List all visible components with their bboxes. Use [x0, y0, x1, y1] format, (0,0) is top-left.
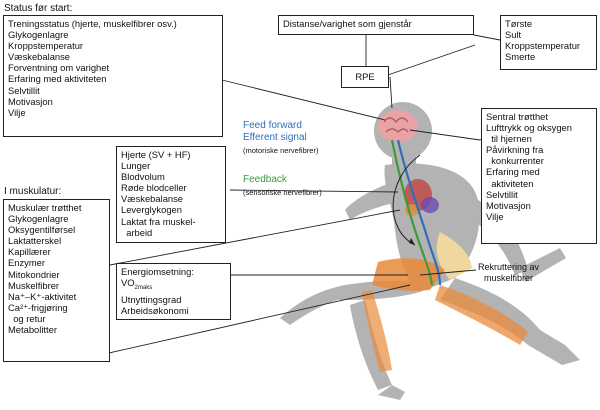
muscle-title: I muskulatur: [4, 186, 62, 197]
muscle-item: Oksygentilførsel [8, 224, 76, 236]
energy-vo-main: VO [121, 277, 135, 289]
status-item: Selvtillit [8, 84, 40, 96]
feed-forward-label: Feed forward [243, 120, 302, 131]
status-item: Erfaring med aktiviteten [8, 73, 107, 85]
muscle-item: Mitokondrier [8, 268, 60, 280]
heart-box: Hjerte (SV + HF) Lunger Blodvolum Røde b… [116, 146, 226, 243]
central-item: Erfaring med [486, 166, 540, 178]
organ-icons [404, 179, 439, 216]
muscle-item: Muskulær trøtthet [8, 202, 82, 213]
status-item: Kroppstemperatur [8, 40, 84, 52]
muscle-box: Muskulær trøtthet Glykogenlagre Oksygent… [3, 199, 110, 362]
muscle-item: Laktatterskel [8, 235, 62, 247]
feedback-label: Feedback [243, 174, 287, 185]
heart-item: Lunger [121, 160, 151, 172]
muscle-item: Metabolitter [8, 324, 57, 336]
energy-vo: VO2maks [121, 277, 226, 294]
central-item: Sentral trøtthet [486, 111, 549, 122]
status-item: Vilje [8, 106, 26, 118]
central-item: Motivasjon [486, 199, 531, 211]
muscle-item: Kapillærer [8, 246, 51, 258]
efferent-sub-label: (motoriske nervefibrer) [243, 146, 319, 155]
recruit-line: muskelfibrer [484, 273, 534, 283]
distance-label: Distanse/varighet som gjenstår [283, 18, 412, 29]
heart-item: arbeid [121, 226, 153, 238]
brain-icon [378, 110, 418, 142]
heart-item: Røde blodceller [121, 182, 187, 194]
needs-item: Kroppstemperatur [505, 40, 581, 52]
muscle-item: Enzymer [8, 257, 45, 269]
central-item: Selvtillit [486, 188, 518, 200]
muscle-item: Muskelfibrer [8, 279, 60, 291]
rpe-box: RPE [341, 66, 389, 88]
status-item: Væskebalanse [8, 51, 71, 63]
energy-vo-subscript: 2maks [134, 284, 153, 291]
energy-box: Energiomsetning: VO2maks Utnyttingsgrad … [116, 263, 231, 320]
needs-item: Sult [505, 29, 522, 41]
heart-item: Leverglykogen [121, 204, 182, 216]
feedback-sub-label: (sensoriske nervefibrer) [243, 188, 322, 197]
needs-box: Tørste Sult Kroppstemperatur Smerte [500, 15, 597, 70]
central-box: Sentral trøtthet Lufttrykk og oksygen ti… [481, 108, 597, 244]
heart-item: Laktat fra muskel- [121, 215, 196, 227]
muscle-item: Glykogenlagre [8, 213, 69, 225]
runner-muscles [362, 232, 528, 372]
status-title: Status før start: [4, 3, 73, 14]
central-item: konkurrenter [486, 155, 544, 167]
central-item: aktiviteten [486, 177, 534, 189]
efferent-nerve-line [396, 139, 442, 286]
distance-box: Distanse/varighet som gjenstår [278, 15, 474, 35]
central-item: Vilje [486, 210, 504, 222]
status-item: Forventning om varighet [8, 62, 110, 74]
status-item: Treningsstatus (hjerte, muskelfibrer osv… [8, 18, 177, 29]
recruit-line: Rekruttering av [478, 262, 540, 272]
needs-item: Smerte [505, 51, 536, 63]
rpe-label: RPE [355, 71, 375, 82]
recruit-label: Rekruttering av muskelfibrer [478, 262, 539, 284]
status-item: Glykogenlagre [8, 29, 69, 41]
needs-item: Tørste [505, 18, 533, 29]
central-item: Påvirkning fra [486, 144, 544, 156]
status-item: Motivasjon [8, 95, 53, 107]
status-box: Treningsstatus (hjerte, muskelfibrer osv… [3, 15, 223, 137]
muscle-item: Na⁺–K⁺-aktivitet [8, 290, 77, 302]
heart-item: Blodvolum [121, 171, 165, 183]
energy-title: Energiomsetning: [121, 266, 194, 277]
central-item: til hjernen [486, 133, 532, 145]
arrow-head [409, 238, 415, 245]
efferent-label: Efferent signal [243, 132, 307, 143]
central-item: Lufttrykk og oksygen [486, 122, 572, 134]
feedback-loop-arrow [392, 154, 421, 246]
energy-item: Utnyttingsgrad [121, 294, 182, 306]
heart-item: Væskebalanse [121, 193, 184, 205]
feedback-nerve-line [390, 139, 434, 286]
heart-item: Hjerte (SV + HF) [121, 149, 191, 160]
muscle-item: og retur [8, 312, 46, 324]
muscle-item: Ca²⁺-frigjøring [8, 301, 68, 313]
energy-item: Arbeidsøkonomi [121, 305, 189, 317]
